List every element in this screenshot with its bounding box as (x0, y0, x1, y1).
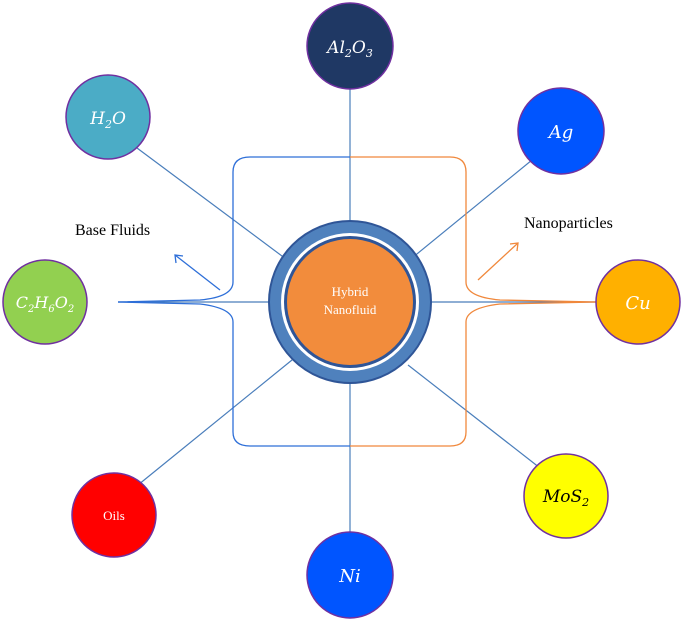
nanoparticles-arrowhead (509, 242, 519, 252)
node-c2h6o2-label: C2H6O2 (16, 293, 74, 315)
node-h2o: H2O (65, 74, 151, 160)
node-ag-label: Ag (547, 122, 574, 143)
node-cu: Cu (595, 259, 681, 345)
hub-label-line2: Nanofluid (324, 302, 377, 317)
node-oils: Oils (71, 472, 157, 558)
base-fluids-label: Base Fluids (75, 222, 150, 239)
hub-label-line1: Hybrid (332, 284, 369, 299)
connector-lines (118, 85, 597, 532)
node-ni-circle (306, 531, 394, 619)
node-ni: Ni (306, 531, 394, 619)
node-al2o3-circle (306, 2, 394, 90)
node-mos2-circle (523, 453, 609, 539)
node-h2o-label: H2O (89, 109, 126, 131)
spoke-oils (137, 359, 293, 486)
nanoparticles-bracket (350, 156, 598, 447)
hub-core (287, 239, 413, 365)
spoke-mos2 (407, 364, 541, 469)
base-fluids-arrow (174, 254, 221, 291)
node-al2o3-label: Al2O3 (325, 38, 373, 60)
spoke-h2o (136, 147, 291, 263)
nanoparticles-arrow (477, 242, 519, 281)
node-oils-circle (71, 472, 157, 558)
node-ag: Ag (517, 87, 605, 175)
base-fluids-arrowhead (174, 254, 184, 264)
node-cu-label: Cu (625, 293, 650, 314)
node-cu-circle (595, 259, 681, 345)
node-h2o-circle (65, 74, 151, 160)
node-oils-label: Oils (103, 508, 125, 523)
base-fluids-bracket (117, 156, 350, 447)
nanoparticles-label: Nanoparticles (524, 215, 613, 232)
hybrid-nanofluid-hub: Hybrid Nanofluid (268, 220, 432, 384)
node-ni-label: Ni (338, 566, 361, 587)
node-mos2-label: MoS2 (542, 487, 589, 509)
node-c2h6o2-circle (2, 259, 88, 345)
node-al2o3: Al2O3 (306, 2, 394, 90)
node-mos2: MoS2 (523, 453, 609, 539)
node-c2h6o2: C2H6O2 (2, 259, 88, 345)
node-ag-circle (517, 87, 605, 175)
spoke-ag (411, 159, 533, 259)
